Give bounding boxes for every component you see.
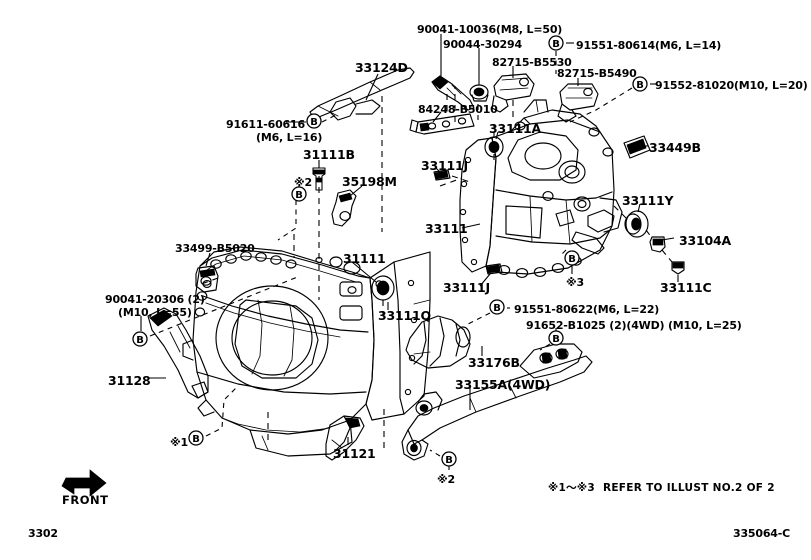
part-82715-B5490-clamp: [557, 83, 599, 123]
bolt-marker-b06: B: [548, 35, 564, 51]
part-callout-c24: 33111J: [421, 158, 468, 173]
assembly-axis-lines: [195, 86, 673, 448]
part-callout-c19: 82715-B5490: [557, 67, 637, 80]
part-33111J-dowel-pin-upper: [433, 169, 451, 181]
part-callout-c07: 33499-B5020: [175, 242, 255, 255]
bolt-marker-b02: B: [291, 186, 307, 202]
bolt-marker-letter: B: [552, 334, 560, 345]
part-33124D-control-shaft: [309, 67, 415, 121]
bolt-marker-b09: B: [489, 299, 505, 315]
sheet-code-left: 3302: [28, 527, 58, 540]
bolt-marker-b10: B: [548, 330, 564, 346]
part-31111-clutch-housing: [182, 246, 431, 457]
bolt-marker-letter: B: [552, 39, 560, 50]
bolt-marker-letter: B: [493, 303, 501, 314]
part-33104A-plug: [649, 236, 666, 253]
part-callout-c06: 35198M: [342, 174, 397, 189]
part-31121-release-fork: [325, 415, 365, 461]
part-33449B-magnet: [623, 135, 651, 159]
part-callout-c04: 31111B: [303, 147, 355, 162]
part-33111Q-oil-seal: [371, 275, 395, 301]
part-callout-c20: 91551-80614(M6, L=14): [576, 39, 722, 52]
part-callout-c22: 84248-B5010: [418, 103, 498, 116]
part-callout-c17: 90044-30294: [443, 38, 522, 51]
part-callout-c16: 90041-10036(M8, L=50): [417, 23, 563, 36]
part-callout-c09: 90041-20306 (2): [105, 293, 205, 306]
part-33155A-shift-lever: [401, 343, 593, 461]
part-33499-B5020-clip: [195, 265, 219, 293]
part-82715-B5530-clamp: [491, 73, 535, 113]
sheet-code-right: 335064-C: [733, 527, 790, 540]
bolt-marker-letter: B: [445, 455, 453, 466]
bolt-marker-letter: B: [636, 80, 644, 91]
bolt-marker-b05: B: [441, 451, 457, 467]
part-callout-c14: ※2: [437, 473, 455, 486]
bolt-marker-b03: B: [132, 331, 148, 347]
part-callout-c15: 33111Q: [378, 308, 431, 323]
part-callout-c25: 33449B: [649, 140, 701, 155]
part-callout-c23: 33111A: [489, 121, 541, 136]
bolt-marker-letter: B: [310, 117, 318, 128]
part-33176B-shift-boot: [405, 315, 471, 369]
part-callout-c28: 33111C: [660, 280, 712, 295]
part-callout-c29: 33111: [425, 221, 468, 236]
part-callout-c21: 91552-81020(M10, L=20): [655, 79, 808, 92]
part-33111-transmission-case: [459, 99, 623, 278]
part-callout-c03: (M6, L=16): [256, 131, 323, 144]
bolt-marker-letter: B: [136, 335, 144, 346]
part-callout-c35: 33155A(4WD): [455, 377, 551, 392]
part-callout-c27: 33104A: [679, 233, 731, 248]
bolt-marker-b08: B: [564, 250, 580, 266]
bolt-marker-letter: B: [192, 434, 200, 445]
part-31128-support-rod: [147, 307, 209, 399]
part-90044-30294-washer: [469, 84, 489, 102]
part-35198M-bracket: [331, 189, 357, 227]
part-31111B-switch: [312, 167, 326, 191]
part-callout-c01: 33124D: [355, 60, 408, 75]
part-callout-c31: ※3: [566, 276, 584, 289]
part-callout-c30: 33111J: [443, 280, 490, 295]
part-84248-B5010-bracket: [409, 113, 475, 135]
part-callout-c02: 91611-60616: [226, 118, 305, 131]
part-callout-c10: (M10, L=55): [118, 306, 192, 319]
illustration-footnote: ※1～※3 REFER TO ILLUST NO.2 OF 2: [548, 482, 775, 494]
part-33111J-dowel-pin-lower: [485, 263, 503, 275]
part-callout-c11: 31128: [108, 373, 151, 388]
bolt-marker-b01: B: [306, 113, 322, 129]
front-direction-arrow: [61, 469, 107, 497]
bolt-marker-letter: B: [568, 254, 576, 265]
part-90041-10036-bolt: [431, 75, 475, 111]
part-callout-c08: 31111: [343, 251, 386, 266]
part-33111Y-bearing: [624, 210, 649, 238]
part-callout-c13: 31121: [333, 446, 376, 461]
front-direction-label: FRONT: [62, 493, 109, 507]
part-callout-c32: 91551-80622(M6, L=22): [514, 303, 660, 316]
part-callout-c18: 82715-B5530: [492, 56, 572, 69]
bolt-marker-b07: B: [632, 76, 648, 92]
part-33111C-plug: [671, 261, 685, 275]
part-callout-c12: ※1: [170, 436, 188, 449]
part-callout-c34: 33176B: [468, 355, 520, 370]
part-callout-c05: ※2: [294, 176, 312, 189]
part-callout-c33: 91652-B1025 (2)(4WD) (M10, L=25): [526, 319, 742, 332]
bolt-marker-b04: B: [188, 430, 204, 446]
bolt-marker-letter: B: [295, 190, 303, 201]
part-callout-c26: 33111Y: [622, 193, 674, 208]
